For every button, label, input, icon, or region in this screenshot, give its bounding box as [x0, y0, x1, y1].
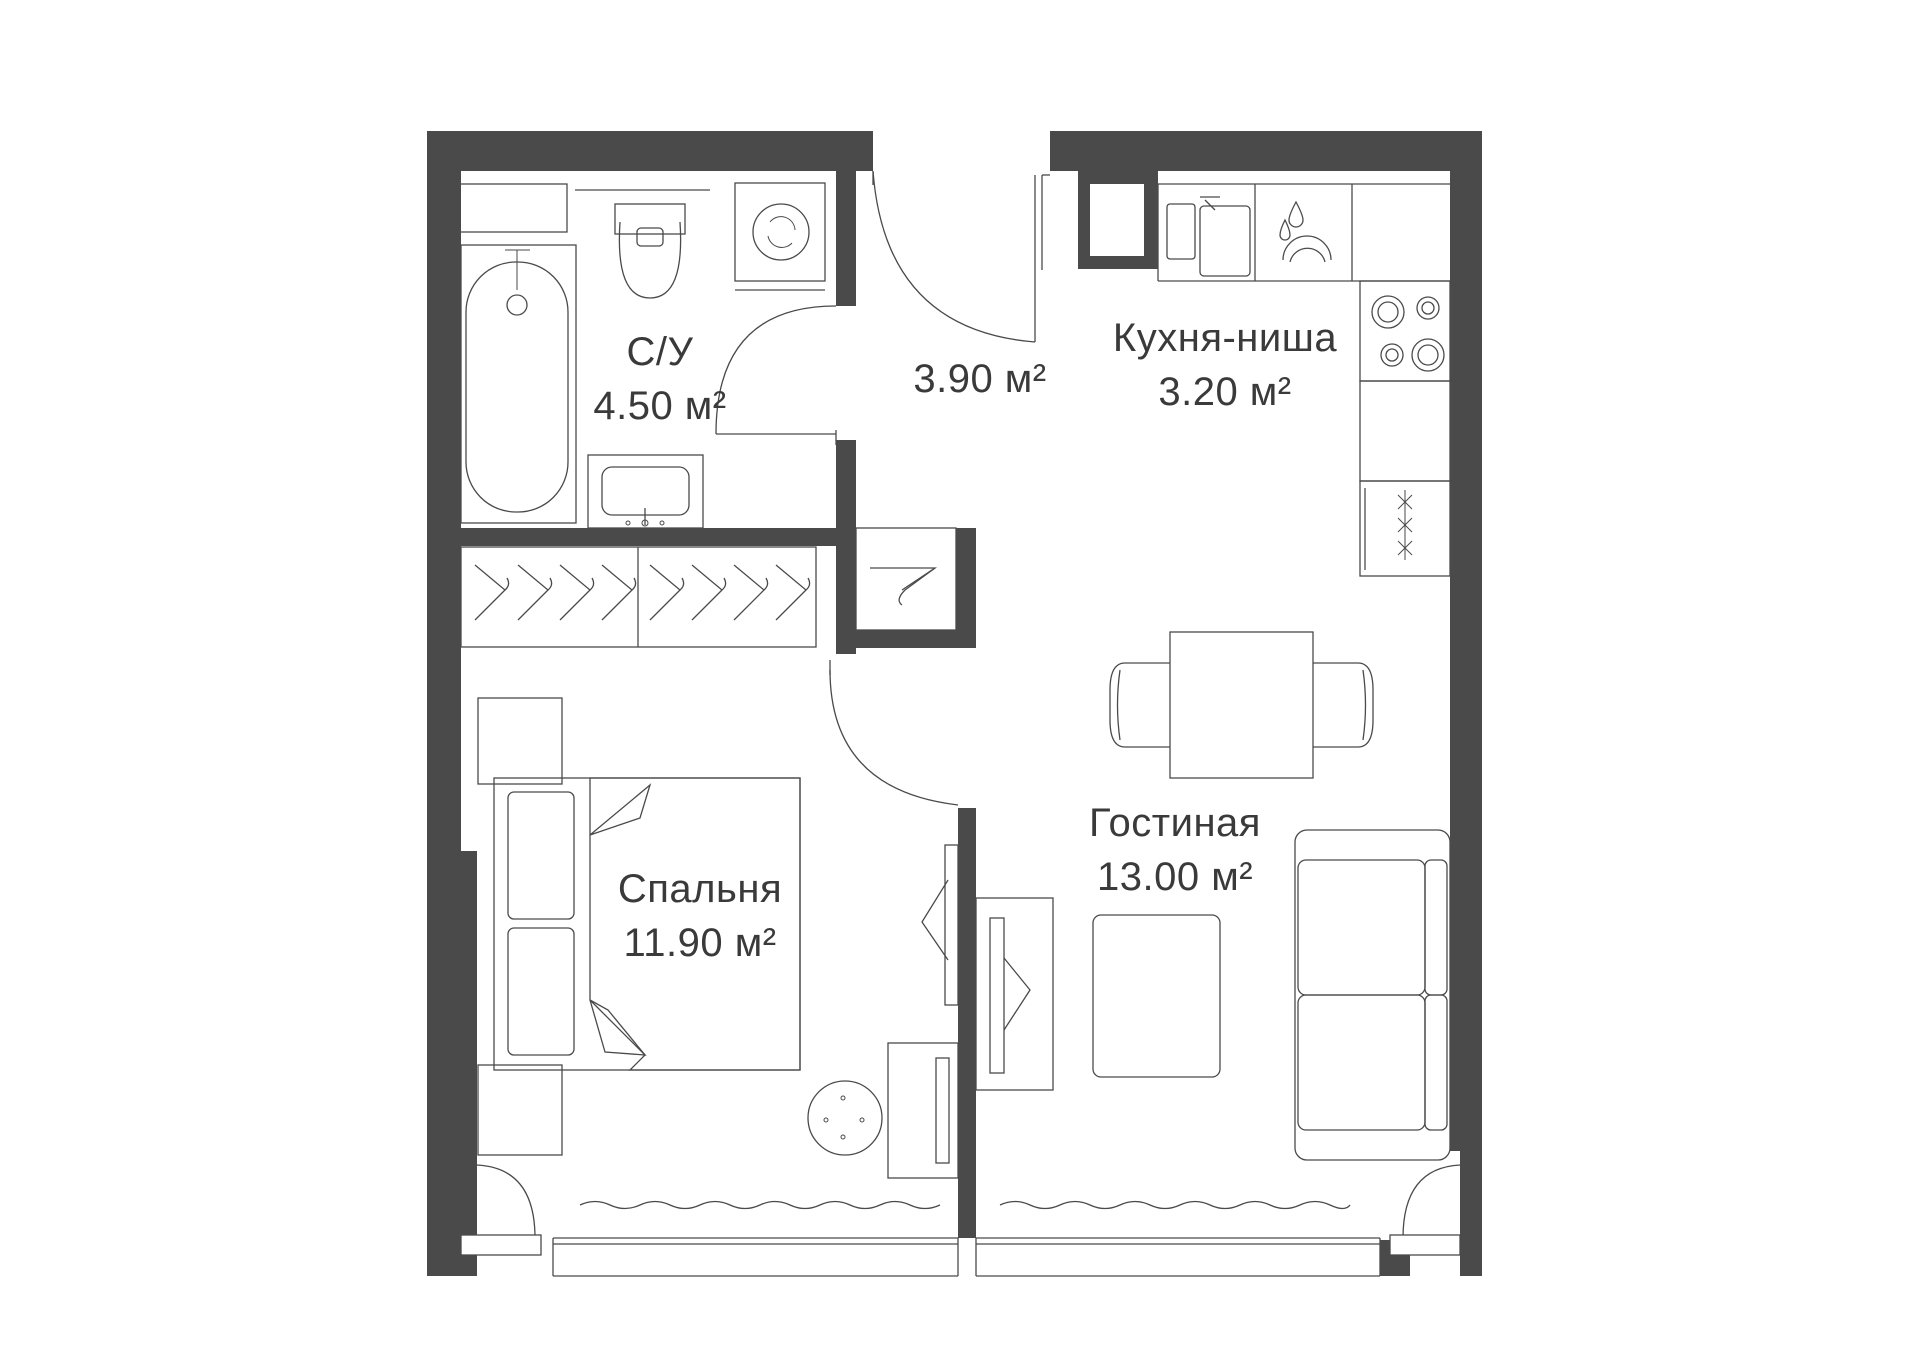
room-name: Гостиная: [1089, 801, 1261, 845]
closet: [855, 527, 957, 631]
nightstand-icon: [477, 1064, 563, 1156]
kitchen-sink-icon: [1166, 196, 1251, 277]
chair-icon: [1313, 662, 1374, 748]
bedroom-furniture: [477, 697, 959, 1179]
room-area: 11.90 м²: [623, 921, 777, 965]
kitchen-fixtures: [1157, 183, 1451, 577]
hanger-icon: [775, 564, 811, 621]
bathtub-icon: [460, 244, 577, 524]
dishwasher-icon: [1279, 184, 1353, 281]
radiator-icon: [579, 1200, 941, 1210]
room-area: 4.50 м²: [593, 384, 727, 428]
room-label-bedroom: Спальня 11.90 м²: [580, 862, 820, 970]
wardrobe-icon: [460, 546, 817, 648]
room-label-bathroom: С/У 4.50 м²: [560, 325, 760, 433]
hanger-icon: [691, 564, 727, 621]
room-area: 3.20 м²: [1158, 370, 1292, 414]
hanger-icon: [517, 564, 553, 621]
washbasin-icon: [587, 454, 704, 529]
hanger-icon: [601, 564, 637, 621]
pillow-icon: [507, 927, 575, 1056]
radiator-icon: [999, 1200, 1351, 1210]
armchair-icon: [1092, 914, 1221, 1078]
room-area: 3.90 м²: [913, 357, 1047, 401]
toilet-icon: [575, 189, 710, 299]
room-label-living: Гостиная 13.00 м²: [1055, 796, 1295, 904]
washing-machine-icon: [734, 182, 826, 291]
room-name: Кухня-ниша: [1112, 316, 1338, 360]
walls: [427, 131, 1482, 1276]
bathroom-fixtures: [451, 182, 837, 529]
hanger-icon: [733, 564, 769, 621]
chair-icon: [1109, 662, 1170, 748]
nightstand-icon: [477, 697, 563, 785]
shelf: [451, 183, 568, 233]
oven-icon: [1359, 480, 1451, 577]
room-area: 13.00 м²: [1096, 855, 1254, 899]
entry-door: [872, 170, 1050, 343]
window-icon: [552, 1237, 959, 1277]
tv-stand-icon: [921, 844, 959, 1006]
room-name: Спальня: [617, 867, 783, 911]
pillow-icon: [507, 791, 575, 920]
hanger-icon: [649, 564, 685, 621]
round-table-icon: [807, 1080, 883, 1156]
room-label-hallway: 3.90 м²: [880, 352, 1080, 406]
hanger-icon: [870, 567, 937, 606]
balcony-door-icon: [460, 1164, 542, 1256]
hanger-icon: [474, 564, 510, 621]
bed-icon: [493, 777, 801, 1071]
room-label-kitchen: Кухня-ниша 3.20 м²: [1075, 311, 1375, 419]
window-icon: [975, 1237, 1381, 1277]
balcony-door-icon: [1389, 1159, 1470, 1256]
hanger-icon: [559, 564, 595, 621]
tv-stand-icon: [975, 897, 1054, 1091]
dining-table-icon: [1109, 631, 1374, 779]
door-icon: [829, 660, 959, 806]
room-name: С/У: [626, 330, 694, 374]
sofa-icon: [1294, 829, 1451, 1161]
desk: [887, 1042, 959, 1179]
door-icon: [715, 305, 837, 445]
